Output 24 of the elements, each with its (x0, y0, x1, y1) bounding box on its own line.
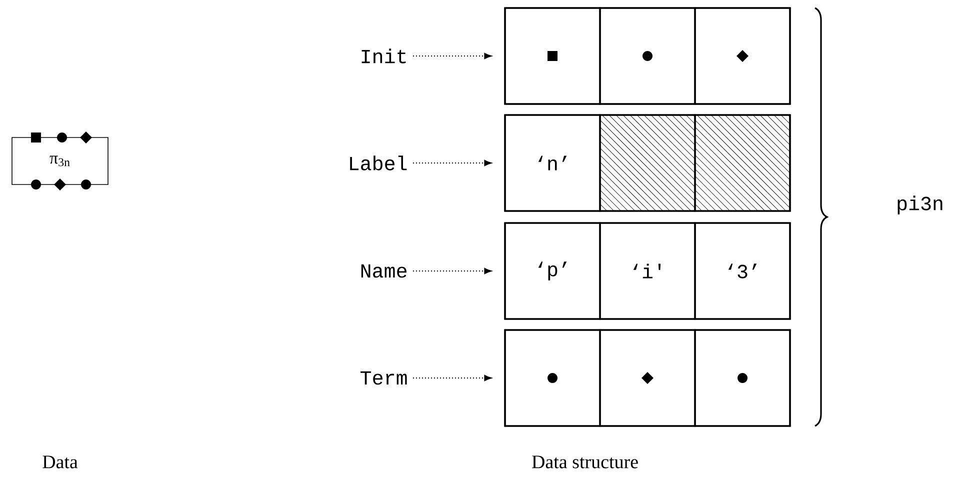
arrow (412, 52, 492, 60)
table-cell: ‘i' (599, 222, 696, 320)
brace-label: pi3n (898, 196, 942, 214)
arrow (412, 160, 492, 166)
table-cell (504, 329, 601, 427)
table-cell: ‘3’ (694, 222, 791, 320)
row-label: Label (350, 156, 407, 170)
row-label: Init (362, 48, 406, 64)
hatched-cell (599, 114, 696, 212)
hatched-cell (694, 114, 791, 212)
table-cell: ‘n’ (504, 114, 601, 212)
arrow (412, 374, 492, 382)
data-symbol-drawing: π$_{3n}$ (12, 132, 108, 190)
table-cell (599, 329, 696, 427)
arrow (412, 268, 492, 274)
table-cell (504, 7, 601, 105)
row-label: Term (360, 371, 407, 385)
table-cell (599, 7, 696, 105)
table-cell (694, 7, 791, 105)
caption: Data structure (532, 456, 638, 468)
caption: Data (42, 456, 78, 468)
row-label: Name (361, 264, 406, 278)
table-cell (694, 329, 791, 427)
table-cell: ‘p’ (504, 222, 601, 320)
